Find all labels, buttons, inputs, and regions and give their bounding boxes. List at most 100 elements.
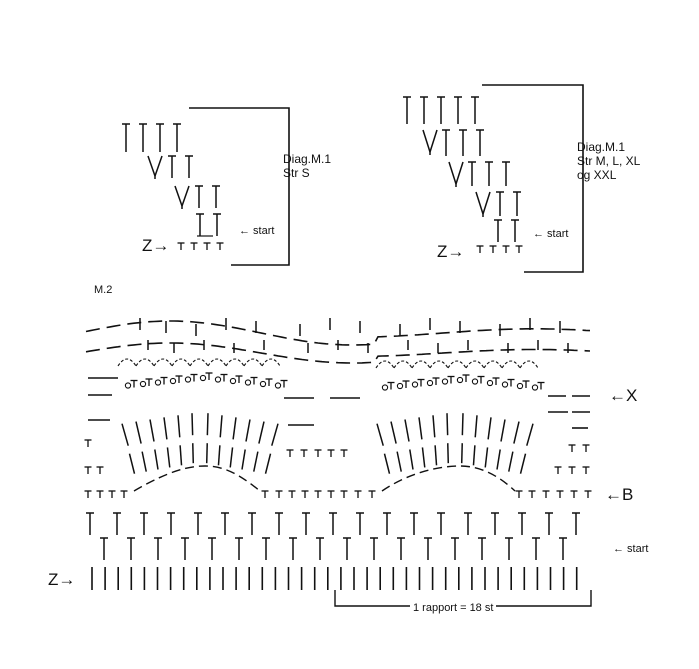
stitch-stroke xyxy=(429,129,438,153)
large-diagram-z-label: Z→ xyxy=(437,242,465,261)
stitch-stroke xyxy=(396,451,402,472)
stitch-ring xyxy=(229,377,237,385)
small-diagram-bracket xyxy=(189,107,290,266)
stitch-stroke xyxy=(154,449,159,470)
stitch-stroke xyxy=(192,443,195,464)
large-diagram-sizes-2: og XXL xyxy=(577,168,617,182)
stitch-ring xyxy=(456,376,464,384)
stitch-stroke xyxy=(206,413,209,436)
large-diagram-start-label: ← start xyxy=(533,228,569,240)
stitch-ring xyxy=(139,380,147,388)
stitch-stroke xyxy=(232,417,237,440)
stitch-stroke xyxy=(264,453,272,474)
stitch-ring xyxy=(154,379,162,386)
stitch-ring xyxy=(244,379,252,386)
m2-diagram-symbols xyxy=(84,318,592,590)
stitch-stroke xyxy=(482,191,491,215)
stitch-stroke xyxy=(484,447,489,468)
stitch-stroke xyxy=(121,423,129,446)
stitch-ring xyxy=(169,377,177,385)
stitch-stroke xyxy=(404,419,410,442)
stitch-stroke xyxy=(508,451,514,472)
large-diagram-bracket xyxy=(482,84,584,273)
stitch-stroke xyxy=(474,415,478,438)
stitch-stroke xyxy=(447,443,450,464)
stitch-stroke xyxy=(181,185,190,207)
stitch-stroke xyxy=(154,155,163,177)
stitch-ring xyxy=(426,379,434,387)
stitch-stroke xyxy=(409,449,414,470)
large-diagram-symbols xyxy=(403,96,523,253)
stitch-stroke xyxy=(446,413,449,436)
stitch-stroke xyxy=(245,419,251,442)
stitch-ring xyxy=(381,384,389,391)
small-diagram-start-label: ← start xyxy=(239,225,275,237)
stitch-ring xyxy=(501,381,509,388)
stitch-stroke xyxy=(163,417,168,440)
stitch-stroke xyxy=(166,447,171,468)
stitch-stroke xyxy=(258,421,265,444)
stitch-stroke xyxy=(496,449,501,470)
stitch-ring xyxy=(214,376,222,383)
stitch-stroke xyxy=(472,445,476,466)
stitch-stroke xyxy=(128,453,136,474)
stitch-stroke xyxy=(513,421,520,444)
stitch-stroke xyxy=(434,445,438,466)
stitch-stroke xyxy=(205,443,208,464)
stitch-ring xyxy=(411,381,419,388)
stitch-stroke xyxy=(475,191,484,215)
stitch-stroke xyxy=(147,155,156,177)
small-diagram-symbols xyxy=(122,123,224,250)
stitch-stroke xyxy=(191,413,194,436)
stitch-stroke xyxy=(460,443,463,464)
stitch-stroke xyxy=(526,423,534,446)
stitch-ring xyxy=(471,378,479,385)
stitch-stroke xyxy=(253,451,259,472)
stitch-stroke xyxy=(390,421,397,444)
m2-title: M.2 xyxy=(94,284,113,296)
stitch-ring xyxy=(441,378,449,385)
small-diagram-z-label: Z→ xyxy=(142,236,170,255)
large-diagram-sizes-1: Str M, L, XL xyxy=(577,154,641,168)
stitch-stroke xyxy=(432,415,436,438)
m2-x-marker: ←X xyxy=(609,386,638,405)
stitch-ring xyxy=(259,380,267,388)
stitch-ring xyxy=(516,382,524,390)
stitch-stroke xyxy=(141,451,147,472)
stitch-stroke xyxy=(376,423,384,446)
stitch-ring xyxy=(396,382,404,390)
stitch-stroke xyxy=(135,421,142,444)
m2-b-marker: ←B xyxy=(605,485,634,504)
m2-z-label: Z→ xyxy=(48,570,76,589)
stitch-stroke xyxy=(421,447,426,468)
stitch-stroke xyxy=(383,453,391,474)
small-diagram-sizes: Str S xyxy=(283,166,310,180)
stitch-stroke xyxy=(179,445,183,466)
stitch-ring xyxy=(199,374,207,382)
large-diagram-title: Diag.M.1 xyxy=(577,140,626,154)
stitch-stroke xyxy=(519,453,527,474)
stitch-stroke xyxy=(241,449,246,470)
stitch-stroke xyxy=(149,419,155,442)
stitch-ring xyxy=(486,379,494,387)
stitch-stroke xyxy=(500,419,506,442)
stitch-ring xyxy=(124,382,132,389)
stitch-stroke xyxy=(271,423,279,446)
m2-rapport-label: 1 rapport = 18 st xyxy=(410,602,497,614)
stitch-ring xyxy=(184,376,192,383)
stitch-stroke xyxy=(487,417,492,440)
small-diagram-title: Diag.M.1 xyxy=(283,152,332,166)
stitch-stroke xyxy=(448,161,457,185)
stitch-stroke xyxy=(461,413,464,436)
stitch-ring xyxy=(531,384,539,391)
stitch-stroke xyxy=(177,415,181,438)
stitch-stroke xyxy=(217,445,221,466)
m2-start-label: ← start xyxy=(613,543,649,555)
stitch-ring xyxy=(274,382,282,389)
stitch-stroke xyxy=(418,417,423,440)
stitch-stroke xyxy=(219,415,223,438)
stitch-stroke xyxy=(229,447,234,468)
stitch-stroke xyxy=(455,161,464,185)
stitch-stroke xyxy=(174,185,183,207)
